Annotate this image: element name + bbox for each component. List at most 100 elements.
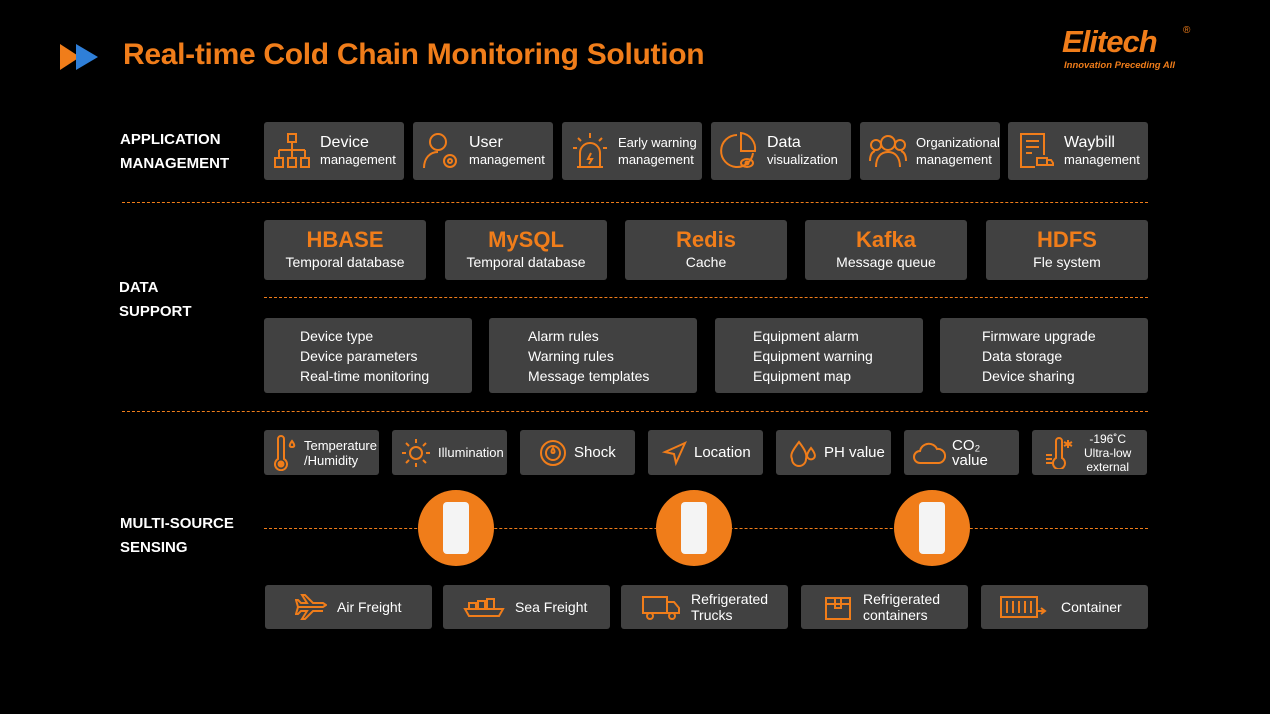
feature-item: Real-time monitoring bbox=[300, 367, 430, 384]
transport-label: Refrigerated bbox=[863, 591, 941, 607]
feature-item: Alarm rules bbox=[528, 327, 599, 344]
user-gear-icon bbox=[423, 133, 457, 169]
ph-drop-icon bbox=[790, 439, 816, 467]
sensor-location: Location bbox=[648, 430, 763, 475]
app-early-warning-management[interactable]: Early warning management bbox=[562, 122, 702, 180]
sensor-temperature-humidity: Temperature/Humidity bbox=[264, 430, 379, 475]
container-icon bbox=[1000, 596, 1047, 618]
sun-icon bbox=[402, 438, 430, 467]
feature-item: Message templates bbox=[528, 367, 650, 384]
hierarchy-icon bbox=[274, 133, 310, 168]
feature-item: Warning rules bbox=[528, 347, 614, 364]
transport-sea-freight: Sea Freight bbox=[443, 585, 610, 629]
divider bbox=[122, 202, 1148, 203]
sensor-label: -196˚C bbox=[1089, 431, 1127, 446]
sensor-ph: PH value bbox=[776, 430, 891, 475]
feature-item: Device parameters bbox=[300, 347, 418, 364]
feature-item: Device type bbox=[300, 327, 374, 344]
feature-item: Data storage bbox=[982, 347, 1063, 364]
feature-item: Equipment alarm bbox=[753, 327, 859, 344]
logo-registered: ® bbox=[1183, 25, 1191, 36]
app-sublabel: visualization bbox=[767, 152, 838, 167]
db-hdfs: HDFS Fle system bbox=[986, 220, 1148, 280]
transport-label: Sea Freight bbox=[515, 599, 588, 615]
db-desc: Cache bbox=[685, 254, 727, 270]
sensor-sublabel: external bbox=[1086, 459, 1130, 474]
feature-item: Device sharing bbox=[982, 367, 1075, 384]
db-name: Redis bbox=[676, 227, 736, 252]
app-sublabel: management bbox=[618, 152, 694, 167]
sensor-sublabel: Ultra-low bbox=[1084, 445, 1132, 460]
location-arrow-icon bbox=[662, 440, 687, 466]
ship-icon bbox=[463, 598, 505, 617]
sensor-label: PH value bbox=[824, 444, 885, 461]
db-desc: Message queue bbox=[836, 254, 936, 270]
app-label: Early warning bbox=[618, 135, 697, 150]
feature-item: Firmware upgrade bbox=[982, 327, 1096, 344]
db-desc: Temporal database bbox=[466, 254, 586, 270]
sensor-label: Shock bbox=[574, 444, 616, 461]
alarm-light-icon bbox=[573, 133, 607, 168]
data-logger-device bbox=[656, 490, 732, 566]
app-label: Organizational bbox=[916, 135, 1000, 150]
feature-item: Equipment map bbox=[753, 367, 852, 384]
data-logger-device bbox=[894, 490, 970, 566]
group-icon bbox=[869, 135, 907, 168]
db-desc: Fle system bbox=[1033, 254, 1101, 270]
app-sublabel: management bbox=[320, 152, 396, 167]
sensor-illumination: Illumination bbox=[392, 430, 507, 475]
db-desc: Temporal database bbox=[285, 254, 405, 270]
divider bbox=[264, 297, 1148, 298]
data-logger-device bbox=[418, 490, 494, 566]
logo: Elitech bbox=[1062, 24, 1158, 59]
transport-label: Refrigerated bbox=[691, 591, 769, 607]
sensor-co2: CO₂ value bbox=[904, 430, 1019, 475]
app-label: Device bbox=[320, 134, 369, 151]
db-hbase: HBASE Temporal database bbox=[264, 220, 426, 280]
sensor-label: CO₂ value bbox=[952, 436, 988, 469]
app-sublabel: management bbox=[469, 152, 545, 167]
feature-item: Equipment warning bbox=[753, 347, 873, 364]
app-sublabel: management bbox=[1064, 152, 1140, 167]
transport-label: Container bbox=[1061, 599, 1122, 615]
thermometer-drop-icon bbox=[274, 434, 296, 471]
pie-chart-icon bbox=[720, 131, 757, 168]
logo-tagline: Innovation Preceding All bbox=[1064, 60, 1176, 71]
app-label: Waybill bbox=[1064, 134, 1115, 151]
transport-sublabel: containers bbox=[863, 607, 928, 623]
box-icon bbox=[825, 597, 851, 620]
waybill-icon bbox=[1020, 133, 1054, 168]
sensor-shock: Shock bbox=[520, 430, 635, 475]
co2-cloud-icon bbox=[913, 442, 946, 464]
transport-container: Container bbox=[981, 585, 1148, 629]
db-name: Kafka bbox=[856, 227, 916, 252]
app-label: User bbox=[469, 134, 503, 151]
sensor-label: Illumination bbox=[438, 445, 504, 460]
shock-icon bbox=[540, 439, 566, 466]
db-name: HBASE bbox=[306, 227, 384, 252]
divider bbox=[122, 411, 1148, 412]
airplane-icon bbox=[295, 594, 327, 620]
db-name: HDFS bbox=[1037, 227, 1097, 252]
sensor-label: Location bbox=[694, 444, 751, 461]
double-arrow-icon bbox=[60, 44, 98, 70]
sensor-sublabel: /Humidity bbox=[304, 452, 359, 468]
ultra-low-thermometer-icon bbox=[1046, 436, 1073, 469]
transport-label: Air Freight bbox=[337, 599, 402, 615]
